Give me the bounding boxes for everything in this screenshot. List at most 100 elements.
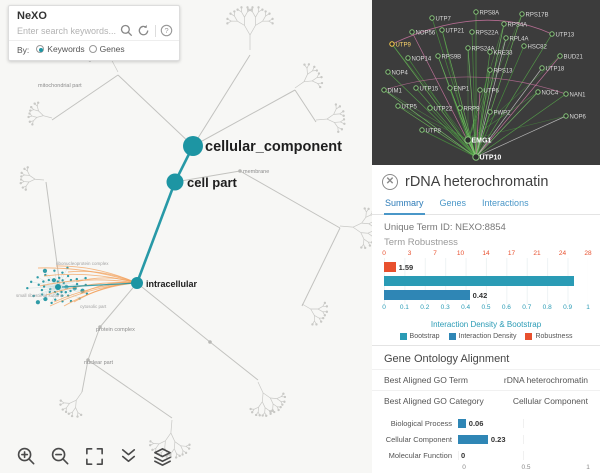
tree-node-left-cluster-hub[interactable] — [55, 284, 61, 290]
network-node-HSC82[interactable] — [521, 43, 527, 49]
go-row-label: Best Aligned GO Term — [384, 375, 468, 385]
network-node-label: NOP56 — [416, 31, 436, 37]
axis-tick: 1 — [586, 304, 590, 311]
layers-button[interactable] — [152, 446, 173, 467]
network-node-RPS9B[interactable] — [435, 53, 441, 59]
network-node-EMG1[interactable] — [464, 136, 472, 144]
network-node-UTP21[interactable] — [439, 27, 445, 33]
tree-node-cell-part[interactable] — [166, 173, 184, 191]
network-node-label: NAN1 — [570, 93, 587, 99]
network-node-NOP6[interactable] — [563, 113, 569, 119]
zoom-out-button[interactable] — [50, 446, 71, 467]
network-node-BUD21[interactable] — [557, 53, 563, 59]
network-node-UTP5[interactable] — [395, 103, 401, 109]
fit-to-screen-button[interactable] — [84, 446, 105, 467]
network-node-label: HSC82 — [528, 45, 548, 51]
network-node-RPS22A[interactable] — [469, 29, 475, 35]
tree-term-label: intracellular — [146, 279, 198, 289]
network-node-UTP6[interactable] — [477, 87, 483, 93]
network-node-UTP13[interactable] — [549, 31, 555, 37]
network-node-label: RPS4A — [508, 23, 528, 29]
divider — [372, 345, 600, 346]
go-chart-value: 0.06 — [468, 418, 484, 428]
tab-summary[interactable]: Summary — [384, 195, 425, 215]
network-edges — [383, 12, 567, 158]
network-node-NOC4[interactable] — [535, 89, 541, 95]
go-chart-category: Biological Process — [390, 418, 452, 428]
radio-icon — [88, 45, 97, 53]
network-node-UTP15[interactable] — [413, 85, 419, 91]
go-chart-row: Biological Process 0.06 — [384, 416, 588, 430]
network-node-NOP4[interactable] — [385, 69, 391, 75]
tree-node-intracellular[interactable] — [131, 277, 143, 289]
network-node-RPS4A[interactable] — [501, 21, 507, 27]
help-icon[interactable]: ? — [160, 24, 173, 37]
radio-label: Genes — [99, 44, 125, 54]
search-mode-genes[interactable]: Genes — [88, 44, 125, 54]
axis-tick: 0.5 — [521, 464, 531, 471]
network-node-NOP14[interactable] — [405, 55, 411, 61]
legend-label: Bootstrap — [409, 333, 440, 340]
network-node-RPS13[interactable] — [487, 67, 493, 73]
legend-swatch — [399, 333, 407, 340]
go-alignment-title: Gene Ontology Alignment — [384, 353, 510, 365]
search-input[interactable] — [17, 25, 116, 36]
network-node-label: NOP14 — [412, 57, 432, 63]
network-node-UTP10[interactable] — [472, 153, 480, 161]
bar-value-label: 1.59 — [398, 262, 414, 272]
network-node-label: EMG1 — [472, 138, 492, 145]
network-node-UTP9[interactable] — [389, 41, 395, 47]
tab-genes[interactable]: Genes — [439, 198, 467, 208]
robustness-section-title: Term Robustness — [384, 237, 458, 248]
filter-by-label: By: — [17, 44, 30, 55]
axis-tick: 14 — [482, 250, 490, 257]
axis-tick: 0 — [382, 304, 386, 311]
tree-highlight-edges — [37, 145, 195, 307]
reset-icon[interactable] — [137, 24, 150, 37]
network-node-ENP1[interactable] — [447, 85, 453, 91]
search-icon[interactable] — [120, 24, 133, 37]
network-node-RPS24A[interactable] — [465, 45, 471, 51]
close-icon[interactable]: ✕ — [382, 174, 398, 190]
collapse-levels-button[interactable] — [118, 446, 139, 467]
network-node-label: UTP21 — [446, 29, 465, 35]
zoom-in-button[interactable] — [16, 446, 37, 467]
axis-tick: 0.4 — [461, 304, 471, 311]
network-node-label: ENP1 — [454, 87, 470, 93]
tree-node-cellular-component[interactable] — [183, 136, 203, 156]
network-node-NOP56[interactable] — [409, 29, 415, 35]
legend-item: Bootstrap — [399, 333, 440, 340]
network-node-RPL4A[interactable] — [503, 35, 509, 41]
axis-tick: 17 — [507, 250, 516, 257]
network-node-DIM1[interactable] — [381, 87, 387, 93]
network-node-RPS8A[interactable] — [473, 9, 479, 15]
network-node-PWP2[interactable] — [487, 109, 493, 115]
legend-item: Interaction Density — [448, 333, 516, 340]
axis-tick: 0.3 — [440, 304, 450, 311]
bar-value-label: 0.42 — [472, 290, 488, 300]
search-mode-keywords[interactable]: Keywords — [36, 44, 85, 54]
network-node-RPS17B[interactable] — [519, 11, 525, 17]
network-node-UTP22[interactable] — [427, 105, 433, 111]
tree-term-label-small: membrane — [243, 169, 269, 175]
axis-tick: 21 — [533, 250, 541, 257]
go-chart-value: 0.23 — [490, 434, 506, 444]
network-node-label: UTP18 — [546, 67, 565, 73]
network-node-UTP18[interactable] — [539, 65, 545, 71]
network-node-label: DIM1 — [388, 89, 403, 95]
network-node-NAN1[interactable] — [563, 91, 569, 97]
network-node-UTP8[interactable] — [419, 127, 425, 133]
network-node-UTP7[interactable] — [429, 15, 435, 21]
tree-term-label: cellular_component — [205, 139, 342, 155]
network-node-KRE33[interactable] — [487, 49, 493, 55]
tab-interactions[interactable]: Interactions — [482, 198, 529, 208]
search-mode-row: By: Keywords Genes — [9, 40, 179, 60]
network-node-RRP9[interactable] — [457, 105, 463, 111]
